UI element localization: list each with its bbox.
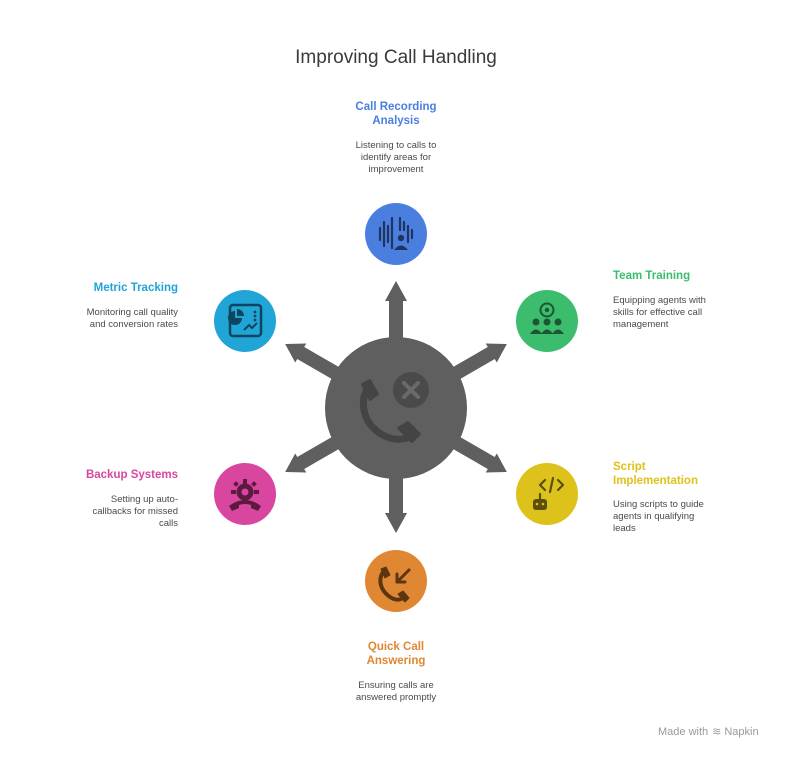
quick-call-answering-desc-line2: answered promptly [355, 692, 437, 703]
incoming-call-icon [378, 566, 411, 603]
backup-systems-label: Backup Systems [28, 468, 178, 482]
missed-call-icon [359, 372, 429, 443]
phone-gear-icon [229, 479, 261, 511]
script-implementation-label: Script Implementation [613, 460, 763, 488]
script-implementation-label-line2: Implementation [613, 475, 698, 487]
code-robot-icon [533, 476, 565, 510]
call-recording-label-line2: Analysis [372, 115, 420, 127]
napkin-footer[interactable]: Made with≋Napkin [658, 725, 759, 738]
metric-tracking-desc-line1: Monitoring call quality [86, 307, 178, 318]
backup-systems-desc-line3: calls [158, 518, 178, 529]
team-training-label-line1: Team Training [613, 270, 691, 282]
team-training-desc-line1: Equipping agents with [613, 295, 706, 306]
arrow-up [385, 281, 407, 346]
backup-systems-desc-line1: Setting up auto- [110, 494, 178, 505]
node-team-training [516, 290, 578, 352]
node-metric-tracking [214, 290, 276, 352]
quick-call-answering-description: Ensuring calls are answered promptly [316, 680, 476, 704]
metric-tracking-label-line1: Metric Tracking [93, 282, 178, 294]
quick-call-answering-desc-line1: Ensuring calls are [358, 680, 434, 691]
script-implementation-desc-line3: leads [613, 523, 636, 534]
hub [325, 337, 467, 479]
team-training-label: Team Training [613, 269, 763, 283]
backup-systems-desc-line2: callbacks for missed [92, 506, 178, 517]
team-training-desc-line2: skills for effective call [613, 307, 703, 318]
script-implementation-description: Using scripts to guide agents in qualify… [613, 499, 763, 535]
made-with-text: Made with [658, 726, 709, 738]
call-recording-description: Listening to calls to identify areas for… [316, 140, 476, 176]
audio-waveform-user-icon [378, 216, 414, 250]
node-quick-call-answering [365, 550, 427, 612]
call-recording-desc-line3: improvement [368, 164, 424, 175]
quick-call-answering-label: Quick Call Answering [316, 640, 476, 668]
backup-systems-label-line1: Backup Systems [85, 469, 178, 481]
metric-tracking-desc-line2: and conversion rates [89, 319, 178, 330]
quick-call-answering-label-line2: Answering [366, 655, 426, 667]
quick-call-answering-label-line1: Quick Call [367, 641, 425, 653]
arrow-down [385, 470, 407, 533]
diagram-title: Improving Call Handling [295, 47, 497, 68]
call-recording-desc-line2: identify areas for [360, 152, 432, 163]
script-implementation-desc-line2: agents in qualifying [613, 511, 695, 522]
node-script-implementation [516, 463, 578, 525]
node-backup-systems [214, 463, 276, 525]
script-implementation-desc-line1: Using scripts to guide [613, 499, 704, 510]
napkin-brand-text: Napkin [724, 726, 759, 738]
script-implementation-label-line1: Script [613, 461, 646, 473]
analytics-dashboard-icon [228, 303, 263, 338]
team-group-icon [530, 302, 564, 334]
napkin-logo-icon: ≋ [712, 726, 722, 738]
node-call-recording [365, 203, 427, 265]
call-recording-desc-line1: Listening to calls to [355, 140, 437, 151]
call-recording-label: Call Recording Analysis [316, 100, 476, 128]
team-training-description: Equipping agents with skills for effecti… [613, 295, 763, 331]
metric-tracking-description: Monitoring call quality and conversion r… [28, 307, 178, 331]
call-recording-label-line1: Call Recording [355, 101, 437, 113]
team-training-desc-line3: management [613, 319, 669, 330]
metric-tracking-label: Metric Tracking [28, 281, 178, 295]
backup-systems-description: Setting up auto- callbacks for missed ca… [28, 494, 178, 530]
